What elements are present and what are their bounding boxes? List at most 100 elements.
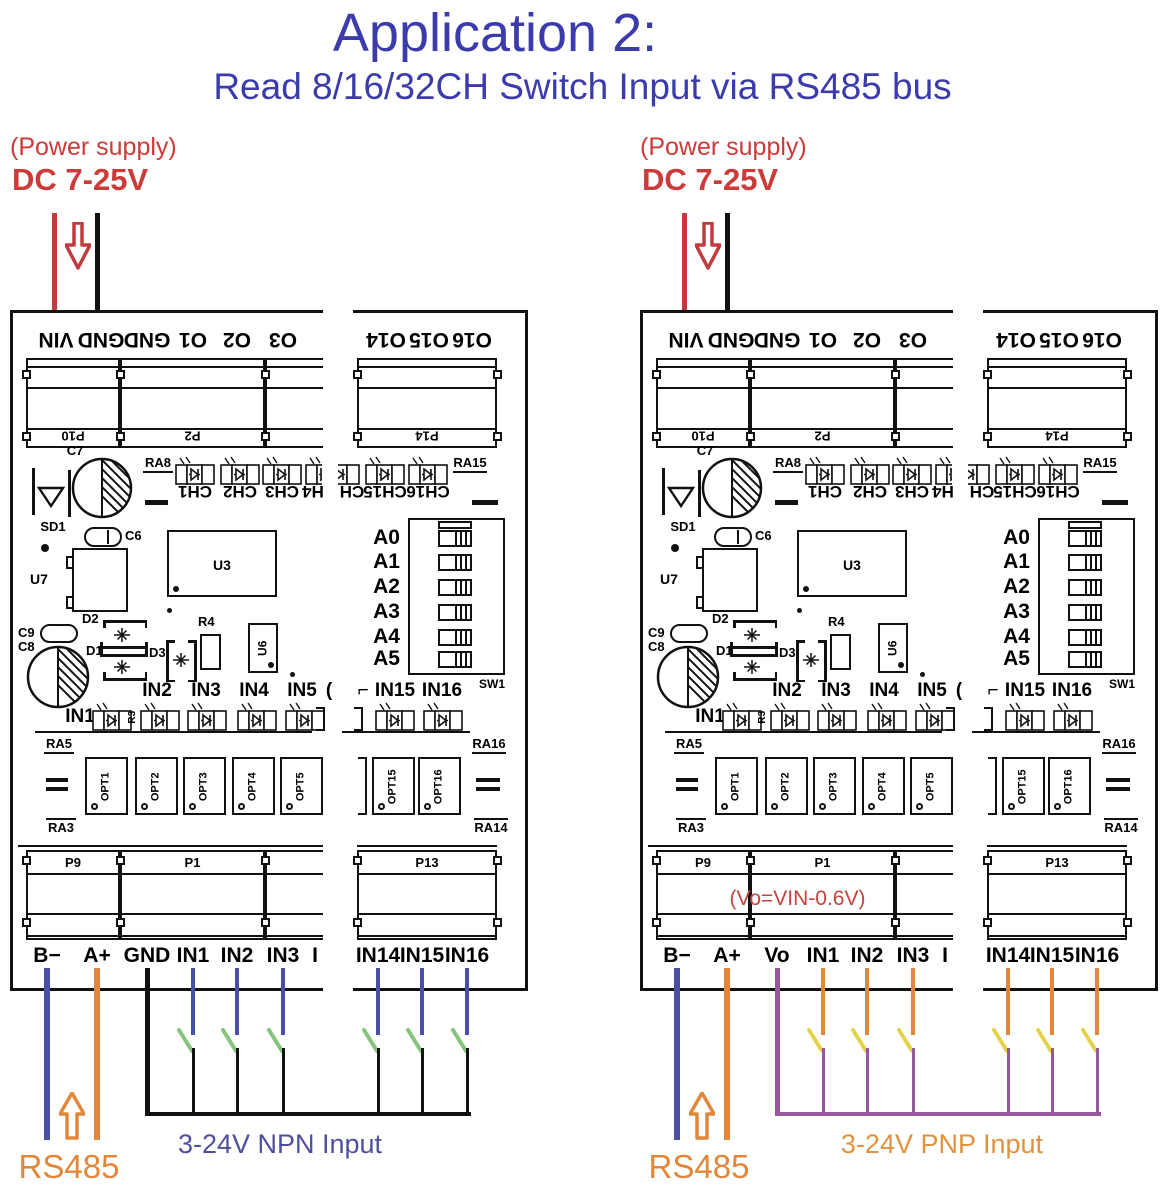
opto-label-OPT3: OPT3 [827, 772, 840, 802]
opto-cut-bracket [358, 757, 367, 815]
clamp-square-top-0-0 [652, 370, 661, 379]
d1-tick-a [730, 642, 733, 657]
u6-dot [268, 662, 274, 668]
gnd-power-wire [95, 213, 100, 312]
ref-ra14: RA14 [1104, 818, 1138, 835]
p2-line-2 [752, 428, 893, 430]
ch-led-cut-right [968, 456, 990, 486]
ch-label-r-CH15: CH15 [363, 481, 407, 501]
pcut-bot-line-2 [267, 935, 323, 937]
vo-note: (Vo=VIN-0.6V) [729, 887, 866, 910]
p9-label: P9 [65, 855, 81, 870]
ref-c8: C8 [648, 639, 665, 654]
p14-label: P14 [1045, 428, 1069, 444]
silk-IN3: IN3 [191, 680, 221, 701]
p10-line-0 [658, 366, 748, 368]
in-led-frag-a [316, 707, 325, 731]
diode-bar-1 [32, 468, 35, 515]
switch-drop-wire-2 [235, 1048, 239, 1114]
dip-top-bar [1068, 521, 1102, 529]
d-low-tick-b [774, 672, 777, 680]
c6-notch [107, 530, 109, 544]
ch-led-cut-right [338, 456, 360, 486]
bottom-terminal-IN2-4: IN2 [220, 944, 254, 967]
p9-line-0 [28, 873, 118, 875]
clamp-square-top-1-0 [116, 370, 125, 379]
silk-frag-b: ⌐ [357, 680, 369, 701]
clamp-square-top-4-0 [493, 370, 502, 379]
ch-led-cut-left [935, 456, 952, 486]
bead-icon-3 [173, 652, 189, 668]
dip-stripes-5 [455, 653, 471, 666]
switch-lever-5 [406, 1028, 424, 1054]
p1-connector-block: P1 [750, 850, 895, 940]
eq-left-a [676, 778, 698, 782]
u6-dot [898, 662, 904, 668]
cap-c7-icon [70, 456, 134, 520]
rs485-label: RS485 [648, 1148, 750, 1185]
switch-drop-wire-1 [821, 1048, 825, 1114]
ref-d2: D2 [82, 611, 99, 626]
ref-d3: D3 [779, 645, 796, 660]
ch-led-1 [805, 456, 845, 486]
sd1-dot [671, 544, 679, 552]
p1-line-2 [122, 935, 263, 937]
power-down-arrow [695, 222, 721, 270]
c6-notch [737, 530, 739, 544]
silk-IN15: IN15 [1004, 680, 1046, 701]
clamp-square-bot-3-1 [983, 918, 992, 927]
diode-bar-2 [68, 470, 71, 517]
stray-dot [290, 672, 295, 677]
eq-right-a [1106, 778, 1130, 782]
ref-ra5: RA5 [674, 737, 704, 754]
bottom-terminal-fragment: I [942, 944, 948, 967]
cap-c7-icon [700, 456, 764, 520]
u3-dot [803, 586, 809, 592]
ref-r4: R4 [828, 614, 845, 629]
in-led-frag-a [946, 707, 955, 731]
p9-line-2 [28, 935, 118, 937]
b-minus-wire [44, 968, 50, 1140]
a-plus-wire [94, 968, 100, 1140]
ref-d2: D2 [712, 611, 729, 626]
ic-u3: U3 [797, 530, 907, 597]
p2-line-1 [752, 387, 893, 389]
silk-IN5: IN5 [917, 680, 947, 701]
opto-dot-OPT1 [91, 803, 98, 810]
clamp-square-bot-4-1 [493, 918, 502, 927]
p9-line-0 [658, 873, 748, 875]
opto-dot-OPT4 [868, 803, 875, 810]
pcut-bot-line-1 [897, 913, 953, 915]
opto-dot-OPT15 [378, 803, 385, 810]
sd1-dot [41, 544, 49, 552]
dip-label-A0: A0 [373, 526, 400, 549]
opto-label-OPT5: OPT5 [924, 772, 937, 802]
dip-stripes-4 [455, 631, 471, 644]
d-low-tick-a [733, 672, 736, 680]
dip-label-A5: A5 [1003, 647, 1030, 670]
ch-label-r-CH16: CH16 [406, 481, 450, 501]
silk-IN4: IN4 [869, 680, 899, 701]
bead-icon-2 [744, 659, 760, 675]
in-led-15 [375, 702, 415, 732]
dip-label-A4: A4 [1003, 625, 1030, 648]
third-terminal-wire [774, 968, 780, 1116]
clamp-square-top-1-0 [746, 370, 755, 379]
switch-drop-wire-3 [911, 1048, 915, 1114]
opto-label-OPT5: OPT5 [294, 772, 307, 802]
dip-label-A2: A2 [1003, 575, 1030, 598]
ref-d1: D1 [716, 643, 733, 658]
silk-IN4: IN4 [239, 680, 269, 701]
ch-led-2 [850, 456, 890, 486]
p2-line-1 [122, 387, 263, 389]
p2-line-0 [122, 366, 263, 368]
silk-IN3: IN3 [821, 680, 851, 701]
b-minus-wire [674, 968, 680, 1140]
board-edge-right [1155, 310, 1158, 991]
ch-label-r-CH15: CH15 [993, 481, 1037, 501]
p9-line-1 [658, 913, 748, 915]
input-bus-wire [144, 1112, 471, 1116]
ref-c8: C8 [18, 639, 35, 654]
diode-triangle-icon [37, 486, 65, 508]
p10-line-2 [658, 428, 748, 430]
